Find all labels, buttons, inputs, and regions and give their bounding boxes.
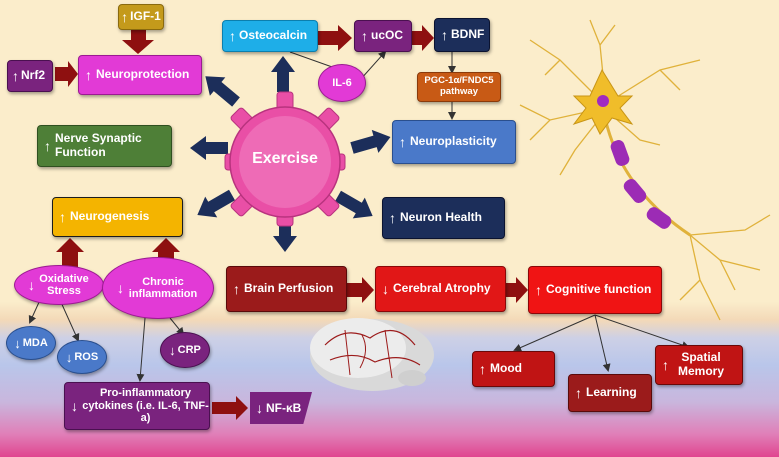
cerebral-atrophy-box: ↓ Cerebral Atrophy [375, 266, 506, 312]
down-arrow-icon: ↓ [256, 400, 263, 416]
down-arrow-icon: ↓ [71, 398, 78, 414]
bdnf-box: ↑ BDNF [434, 18, 490, 52]
neuroplasticity-label: Neuroplasticity [410, 134, 497, 149]
up-arrow-icon: ↑ [575, 385, 582, 401]
up-arrow-icon: ↑ [85, 67, 92, 83]
neuroprotection-label: Neuroprotection [96, 67, 190, 82]
osteocalcin-label: Osteocalcin [239, 28, 308, 43]
up-arrow-icon: ↑ [229, 28, 236, 44]
neuron-illustration [519, 19, 771, 321]
nrf2-box: ↑ Nrf2 [7, 60, 53, 92]
igf1-label: IGF-1 [130, 9, 161, 24]
cytokines-box: ↓ Pro-inflammatory cytokines (i.e. IL-6,… [64, 382, 210, 430]
learning-label: Learning [586, 385, 637, 400]
cytokines-label: Pro-inflammatory cytokines (i.e. IL-6, T… [82, 387, 209, 425]
down-arrow-icon: ↓ [28, 277, 35, 293]
up-arrow-icon: ↑ [662, 357, 669, 373]
pgc-pathway-label: PGC-1α/FNDC5 pathway [424, 75, 494, 97]
brain-perfusion-box: ↑ Brain Perfusion [226, 266, 347, 312]
mood-box: ↑ Mood [472, 351, 555, 387]
chronic-inflammation-label: Chronic inflammation [128, 276, 198, 300]
synaptic-function-label: Nerve Synaptic Function [55, 131, 142, 159]
up-arrow-icon: ↑ [12, 68, 19, 84]
up-arrow-icon: ↑ [233, 281, 240, 297]
neurogenesis-label: Neurogenesis [70, 209, 150, 224]
brain-perfusion-label: Brain Perfusion [244, 281, 334, 296]
up-arrow-icon: ↑ [59, 209, 66, 225]
down-arrow-icon: ↓ [117, 280, 124, 296]
crp-label: CRP [177, 344, 201, 356]
up-arrow-icon: ↑ [535, 282, 542, 298]
down-arrow-icon: ↓ [14, 335, 21, 351]
nfkb-shape: ↓ NF-κB [250, 392, 312, 424]
up-arrow-icon: ↑ [121, 9, 129, 25]
mood-label: Mood [490, 361, 522, 376]
brain-illustration [310, 318, 434, 391]
ros-label: ROS [74, 351, 99, 363]
spatial-memory-label: Spatial Memory [677, 350, 724, 378]
ros-ellipse: ↓ ROS [57, 340, 107, 374]
neuroplasticity-box: ↑ Neuroplasticity [392, 120, 516, 164]
osteocalcin-box: ↑ Osteocalcin [222, 20, 318, 52]
neuron-health-box: ↑ Neuron Health [382, 197, 505, 239]
up-arrow-icon: ↑ [44, 138, 51, 154]
mda-label: MDA [22, 337, 48, 349]
synaptic-function-box: ↑ Nerve Synaptic Function [37, 125, 172, 167]
mda-ellipse: ↓ MDA [6, 326, 56, 360]
crp-ellipse: ↓ CRP [160, 332, 210, 368]
up-arrow-icon: ↑ [479, 361, 486, 377]
neuroprotection-box: ↑ Neuroprotection [78, 55, 202, 95]
cerebral-atrophy-label: Cerebral Atrophy [393, 281, 491, 296]
bdnf-label: BDNF [451, 27, 485, 42]
ucoc-label: ucOC [371, 28, 404, 43]
pgc-pathway-box: PGC-1α/FNDC5 pathway [417, 72, 501, 102]
il6-ellipse: IL-6 [318, 64, 366, 102]
igf1-box: ↑ IGF-1 [118, 4, 164, 30]
neuron-health-label: Neuron Health [400, 210, 483, 225]
up-arrow-icon: ↑ [361, 28, 368, 44]
nrf2-label: Nrf2 [21, 68, 46, 83]
down-arrow-icon: ↓ [382, 281, 389, 297]
chronic-inflammation-ellipse: ↓ Chronic inflammation [102, 257, 214, 319]
exercise-label: Exercise [252, 150, 318, 167]
oxidative-stress-label: Oxidative Stress [39, 273, 89, 297]
down-arrow-icon: ↓ [169, 342, 176, 358]
up-arrow-icon: ↑ [441, 27, 448, 43]
learning-box: ↑ Learning [568, 374, 652, 412]
ucoc-box: ↑ ucOC [354, 20, 412, 52]
spatial-memory-box: ↑ Spatial Memory [655, 345, 743, 385]
nfkb-label: NF-κB [266, 401, 302, 415]
cognitive-function-box: ↑ Cognitive function [528, 266, 662, 314]
il6-label: IL-6 [332, 77, 352, 89]
up-arrow-icon: ↑ [399, 134, 406, 150]
down-arrow-icon: ↓ [65, 349, 73, 365]
up-arrow-icon: ↑ [389, 210, 396, 226]
exercise-gear [224, 91, 346, 227]
cognitive-function-label: Cognitive function [546, 282, 652, 297]
oxidative-stress-ellipse: ↓ Oxidative Stress [14, 265, 104, 305]
neurogenesis-box: ↑ Neurogenesis [52, 197, 183, 237]
